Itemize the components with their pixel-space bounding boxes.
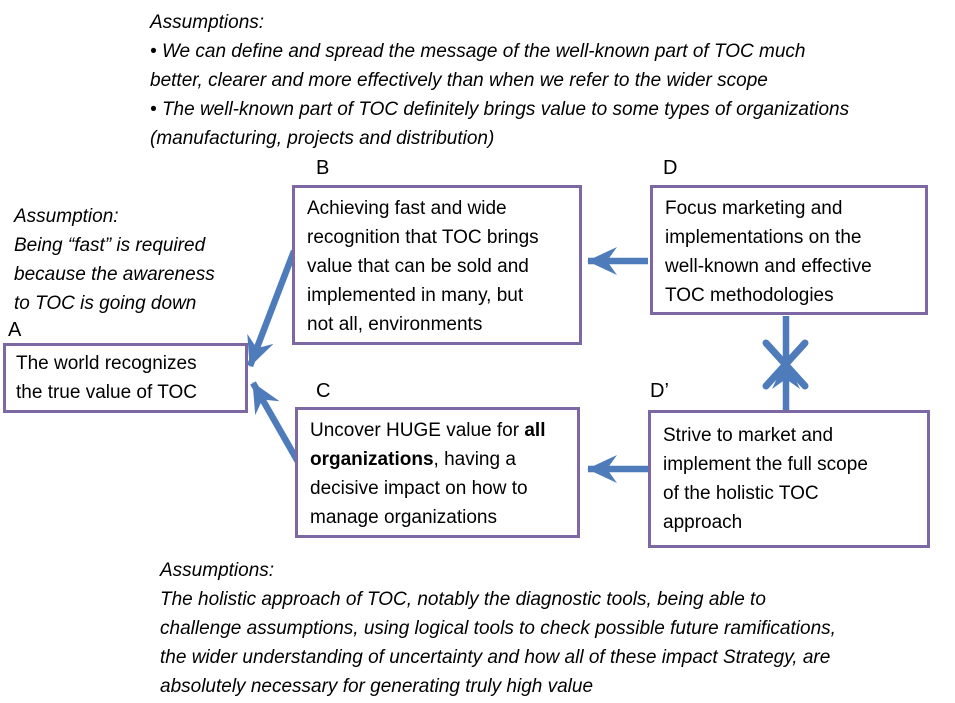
arrow-c-to-a [250,381,304,469]
assumption-left: Assumption: Being “fast” is required bec… [14,202,264,318]
assumptions-top-title: Assumptions: [150,12,265,33]
node-c-label: C [316,380,331,402]
node-b-label: B [316,157,330,179]
assumptions-top-bullet-1: We can define and spread the message of … [150,37,850,95]
node-dprime-box: Strive to market and implement the full … [648,410,930,548]
node-dprime-text: Strive to market and implement the full … [663,425,868,533]
conflict-x-mark [762,339,809,390]
node-a-label: A [8,319,22,341]
node-dprime-label: D’ [650,380,669,402]
node-a-box: The world recognizes the true value of T… [3,343,248,413]
node-c-text-before: Uncover HUGE value for [310,420,525,441]
node-d-label: D [663,157,678,179]
assumption-left-title: Assumption: [14,206,119,227]
node-c-text-bold: all organizations [310,420,546,470]
node-b-box: Achieving fast and wide recognition that… [292,185,582,345]
assumptions-bottom-title: Assumptions: [160,560,275,581]
assumptions-bottom: Assumptions: The holistic approach of TO… [160,556,852,701]
assumptions-top-bullet-2: The well-known part of TOC definitely br… [150,95,850,153]
arrow-b-to-a [246,249,298,368]
node-c-text-after: , having a decisive impact on how to man… [310,449,528,528]
assumption-left-line-3: to TOC is going down [14,293,197,314]
node-b-text: Achieving fast and wide recognition that… [307,198,539,335]
node-a-text: The world recognizes the true value of T… [16,353,197,403]
assumptions-top: Assumptions: We can define and spread th… [150,8,850,153]
node-c-box: Uncover HUGE value for all organizations… [295,407,580,538]
assumption-left-line-2: because the awareness [14,264,215,285]
node-d-text: Focus marketing and implementations on t… [665,198,872,306]
node-d-box: Focus marketing and implementations on t… [650,185,928,315]
assumptions-bottom-text: The holistic approach of TOC, notably th… [160,589,836,697]
assumption-left-line-1: Being “fast” is required [14,235,206,256]
